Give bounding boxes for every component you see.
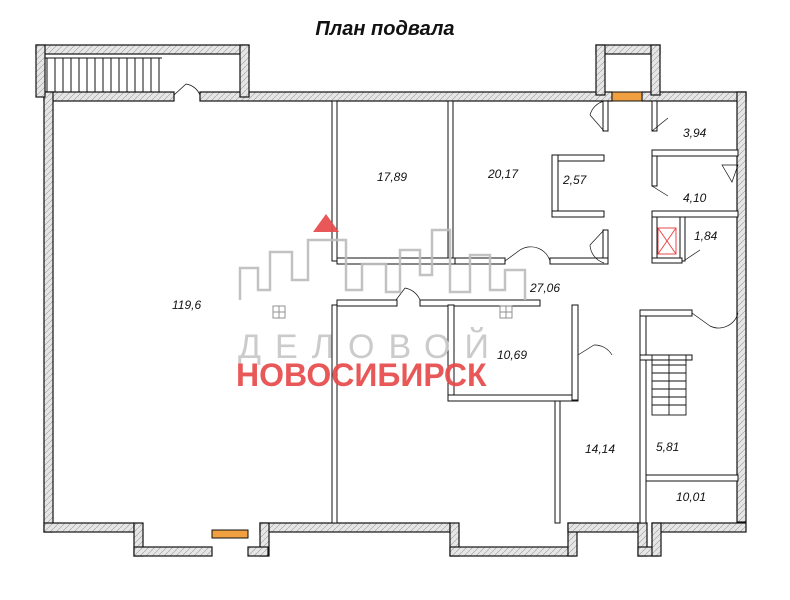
room-area-label: 27,06 [529, 281, 560, 295]
logo-roof-icon [313, 214, 339, 232]
watermark-logo: ДЕЛОВОЙ НОВОСИБИРСК [236, 214, 527, 393]
outer-walls [43, 91, 747, 557]
room-labels: 119,6 17,89 20,17 2,57 3,94 4,10 1,84 27… [172, 126, 718, 504]
window-bottom [211, 529, 249, 539]
plan-title: План подвала [315, 18, 455, 40]
room-area-label: 10,01 [676, 490, 706, 504]
entrance-top-right [595, 44, 661, 102]
room-area-label: 4,10 [683, 191, 707, 205]
room-area-label: 10,69 [497, 348, 527, 362]
room-area-label: 5,81 [656, 440, 679, 454]
interior-stairs [651, 354, 687, 416]
entrance-stairs-left [35, 44, 250, 98]
room-area-label: 119,6 [172, 298, 201, 312]
interior-walls [331, 100, 739, 524]
room-area-label: 1,84 [694, 229, 718, 243]
room-area-label: 2,57 [562, 173, 588, 187]
watermark-line1: ДЕЛОВОЙ [238, 328, 503, 366]
room-area-label: 17,89 [377, 170, 407, 184]
shaft-box [657, 227, 677, 255]
room-area-label: 14,14 [585, 442, 615, 456]
door-swings [395, 100, 739, 356]
room-area-label: 3,94 [683, 126, 707, 140]
watermark-line2: НОВОСИБИРСК [236, 357, 487, 393]
room-area-label: 20,17 [487, 167, 519, 181]
